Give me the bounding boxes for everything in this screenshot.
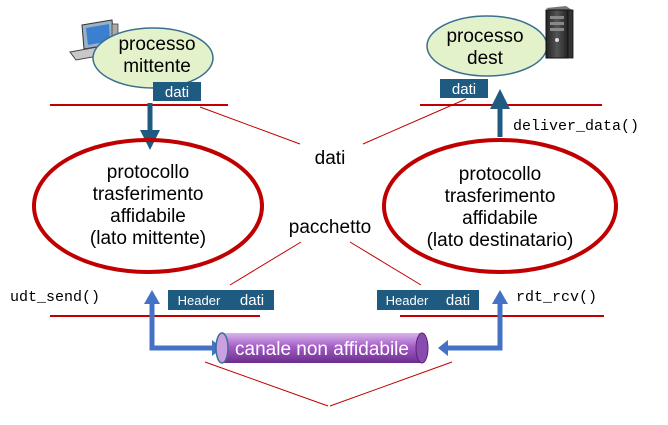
packet-connector-right [349,241,422,286]
rdt-rcv-call: rdt_rcv() [516,289,597,306]
data-label: dati [315,148,346,169]
data-connector-right [362,98,467,145]
channel-connector-left [204,361,329,407]
unreliable-channel: canale non affidabile [215,332,429,364]
server-icon [545,6,574,59]
deliver-data-call: deliver_data() [513,118,639,135]
sender-packet-data-label: dati [240,292,264,309]
sender-packet-header-label: Header [178,293,221,308]
packet-connector-left [229,241,302,286]
sender-packet-header [168,290,230,310]
receiver-protocol-line-3: affidabile [462,208,538,229]
receiver-packet-header-label: Header [386,293,429,308]
sender-packet-data [230,290,274,310]
sender-data-tag [153,82,201,101]
channel-label: canale non affidabile [235,339,409,360]
receiver-process-label-1: processo [446,26,523,47]
packet-label: pacchetto [289,217,371,238]
channel-connector-right [329,361,453,407]
receiver-process-label-2: dest [467,48,504,69]
sender-protocol-line-2: trasferimento [93,184,204,205]
receiver-data-tag [440,79,488,98]
receiver-packet-header [377,290,437,310]
receiver-protocol-line-2: trasferimento [445,186,556,207]
receiver-packet-data-label: dati [446,292,470,309]
receiver-protocol-line-1: protocollo [459,164,541,185]
sender-process: processo mittente [69,19,214,89]
sender-data-tag-label: dati [165,84,189,101]
udt-send-call: udt_send() [10,289,100,306]
data-connector-left [199,106,301,145]
sender-process-label-1: processo [118,34,195,55]
sender-protocol-line-3: affidabile [110,206,186,227]
receiver-packet-data [437,290,479,310]
receiver-protocol-ellipse [382,138,618,274]
sender-protocol-ellipse [32,138,264,274]
sender-protocol-line-4: (lato mittente) [90,228,206,249]
receiver-process: processo dest [426,6,574,77]
sender-protocol-line-1: protocollo [107,162,189,183]
sender-packet: Header dati [168,290,274,310]
receiver-data-tag-label: dati [452,81,476,98]
receiver-protocol-line-4: (lato destinatario) [427,230,574,251]
receiver-packet: Header dati [377,290,479,310]
sender-process-label-2: mittente [123,56,191,77]
receiver-channel-arrow [438,290,508,356]
